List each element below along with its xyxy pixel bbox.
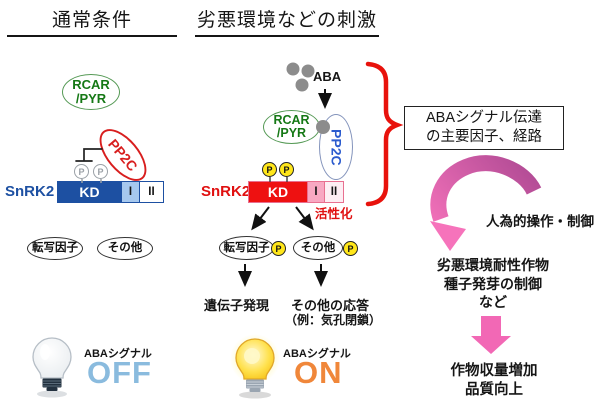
receptor-label-line1: RCAR bbox=[273, 112, 310, 127]
transcription-factor-label: 転写因子 bbox=[223, 241, 270, 254]
inhibition-connector-icon bbox=[75, 148, 103, 162]
manipulation-label: 人為的操作・制御 bbox=[486, 214, 594, 229]
receptor-ellipse-normal: RCAR /PYR bbox=[62, 74, 120, 110]
kd-to-tf-arrow bbox=[251, 206, 270, 231]
transcription-factor-ellipse-normal: 転写因子 bbox=[27, 237, 83, 260]
curved-manipulation-arrow-icon bbox=[430, 155, 542, 251]
lightbulb-off-icon bbox=[32, 337, 72, 398]
kd-domain: KD bbox=[58, 182, 121, 202]
outcome-line2: 品質向上 bbox=[465, 382, 523, 398]
domain-2: II bbox=[139, 182, 163, 202]
other-response-label: その他の応答 bbox=[291, 298, 370, 313]
snrk2-domain-bar-normal: KD I II bbox=[57, 181, 164, 203]
annotation-line2: の主要因子、経路 bbox=[426, 129, 542, 145]
domain-1: I bbox=[121, 182, 139, 202]
phosphate-icon: P bbox=[343, 241, 358, 256]
phosphate-icon: P bbox=[271, 241, 286, 256]
others-ellipse-normal: その他 bbox=[97, 237, 153, 260]
aba-label: ABA bbox=[313, 69, 342, 84]
snrk2-label-normal: SnRK2 bbox=[5, 183, 55, 200]
applications-line3: など bbox=[479, 294, 507, 310]
others-ellipse-stress: その他 bbox=[293, 236, 343, 260]
phosphate-icon: P bbox=[262, 162, 277, 177]
aba-molecule-dots-icon bbox=[286, 62, 315, 92]
applications-line2: 種子発芽の制御 bbox=[444, 275, 542, 292]
others-label: その他 bbox=[107, 242, 143, 255]
gene-expression-label: 遺伝子発現 bbox=[204, 298, 270, 313]
outcome-line1: 作物収量増加 bbox=[450, 363, 538, 379]
annotation-line1: ABAシグナル伝達 bbox=[425, 110, 542, 126]
curly-brace-icon bbox=[365, 61, 404, 207]
transcription-factor-ellipse-stress: 転写因子 bbox=[219, 236, 274, 260]
transcription-factor-label: 転写因子 bbox=[32, 242, 78, 255]
others-label: その他 bbox=[300, 241, 336, 254]
activation-label: 活性化 bbox=[315, 207, 353, 221]
receptor-label-line1: RCAR bbox=[72, 77, 110, 93]
normal-conditions-title: 通常条件 bbox=[7, 5, 177, 37]
applications-line1: 劣悪環境耐性作物 bbox=[437, 257, 549, 273]
pp2c-ellipse-stress: PP2C bbox=[319, 114, 353, 180]
phosphate-icon: P bbox=[74, 164, 89, 179]
aba-signal-label-off: ABAシグナル bbox=[84, 348, 152, 360]
receptor-ellipse-stress: RCAR /PYR bbox=[263, 110, 320, 144]
pp2c-label: PP2C bbox=[105, 135, 142, 174]
receptor-label-line2: /PYR bbox=[276, 126, 307, 140]
signal-off-text: OFF bbox=[87, 355, 152, 390]
phosphate-icon: P bbox=[93, 164, 108, 179]
kd-to-others-arrow bbox=[295, 206, 314, 231]
signal-on-text: ON bbox=[294, 355, 343, 390]
applications-text: 劣悪環境耐性作物 種子発芽の制御 など bbox=[428, 256, 558, 312]
snrk2-label-stress: SnRK2 bbox=[201, 183, 251, 200]
domain-2: II bbox=[324, 182, 343, 202]
pp2c-label: PP2C bbox=[328, 128, 345, 166]
outcome-text: 作物収量増加 品質向上 bbox=[430, 362, 558, 400]
phosphate-icon: P bbox=[279, 162, 294, 177]
stress-conditions-title: 劣悪環境などの刺激 bbox=[195, 5, 379, 37]
aba-signal-label-on: ABAシグナル bbox=[283, 348, 351, 360]
down-block-arrow-icon bbox=[471, 316, 511, 354]
receptor-label-line2: /PYR bbox=[75, 91, 107, 106]
kd-domain: KD bbox=[249, 182, 307, 202]
lightbulb-on-icon bbox=[230, 334, 280, 399]
pathway-annotation-box: ABAシグナル伝達 の主要因子、経路 bbox=[404, 106, 564, 150]
domain-1: I bbox=[307, 182, 324, 202]
other-response-example: （例：気孔閉鎖） bbox=[285, 313, 382, 327]
snrk2-domain-bar-stress: KD I II bbox=[248, 181, 344, 203]
